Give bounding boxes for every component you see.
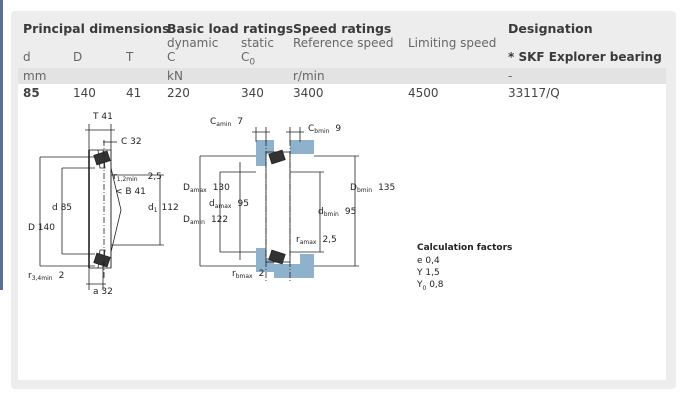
unit-kN: kN xyxy=(167,69,183,83)
value-D: 140 xyxy=(73,86,96,100)
reference-speed-label: Reference speed xyxy=(293,36,394,50)
skf-explorer-label: * SKF Explorer bearing xyxy=(508,50,662,64)
col-C-label: C xyxy=(167,50,176,64)
basic-load-ratings-heading: Basic load ratings xyxy=(167,21,294,36)
unit-rmin: r/min xyxy=(293,69,325,83)
factor-Y0: Y0 0,8 xyxy=(417,280,444,292)
limiting-speed-label: Limiting speed xyxy=(408,36,497,50)
value-ref-speed: 3400 xyxy=(293,86,324,100)
col-T-label: T xyxy=(126,50,134,64)
value-designation: 33117/Q xyxy=(508,86,560,100)
value-lim-speed: 4500 xyxy=(408,86,439,100)
value-d: 85 xyxy=(23,86,40,100)
dim-B-label: < B 41 xyxy=(115,187,146,197)
value-C: 220 xyxy=(167,86,190,100)
dim-a-label: a 32 xyxy=(93,287,113,297)
designation-heading: Designation xyxy=(508,21,593,36)
dim-T-label: T 41 xyxy=(92,112,113,122)
dynamic-label: dynamic xyxy=(167,36,219,50)
speed-ratings-heading: Speed ratings xyxy=(293,21,392,36)
left-accent-strip xyxy=(0,0,3,290)
unit-dash: - xyxy=(508,69,513,83)
col-D-label: D xyxy=(73,50,83,64)
calculation-factors-title: Calculation factors xyxy=(417,243,513,253)
dim-D-label: D 140 xyxy=(28,223,55,233)
static-label: static xyxy=(241,36,274,50)
dim-d-label: d 85 xyxy=(52,203,72,213)
units-row xyxy=(18,68,666,84)
col-C0-label: C0 xyxy=(241,50,256,68)
principal-dimensions-heading: Principal dimensions xyxy=(23,21,170,36)
value-C0: 340 xyxy=(241,86,264,100)
col-d-label: d xyxy=(23,50,31,64)
factor-Y: Y 1,5 xyxy=(417,268,440,278)
drawing-area xyxy=(18,84,666,380)
unit-mm: mm xyxy=(23,69,47,83)
dim-C-label: C 32 xyxy=(121,137,142,147)
factor-e: e 0,4 xyxy=(417,256,440,266)
value-T: 41 xyxy=(126,86,142,100)
